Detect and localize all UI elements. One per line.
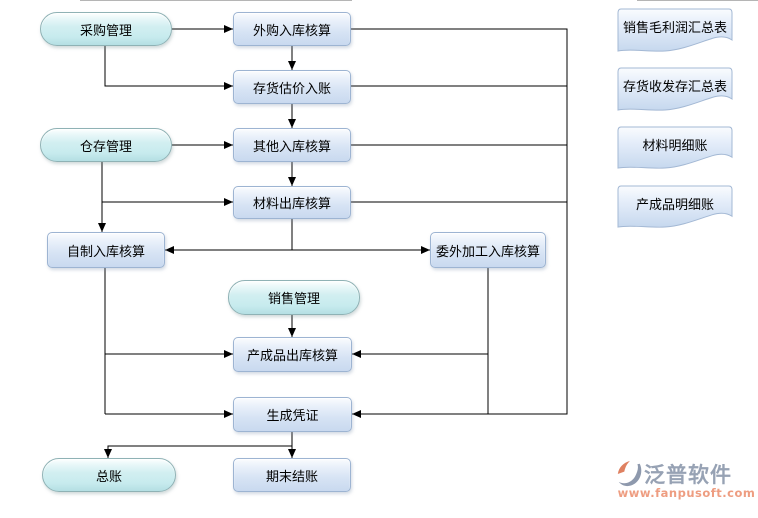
node-inventory-valuation-entry: 存货估价入账 [233,70,351,104]
node-label: 采购管理 [79,23,132,39]
document-shape [617,126,733,169]
node-period-end-closing: 期末结账 [233,458,351,492]
document-label: 销售毛利润汇总表 [622,21,727,36]
node-label: 期末结账 [265,469,318,485]
node-outsourced-purchase-inbound-accounting: 外购入库核算 [233,12,351,46]
document-sales-gross-profit-summary: 销售毛利润汇总表 [617,7,733,53]
document-material-detail-ledger: 材料明细账 [617,125,733,170]
watermark: 泛普软件 www.fanpusoft.com [615,459,758,500]
node-label: 自制入库核算 [66,244,145,260]
document-label: 材料明细账 [642,138,708,154]
document-shape [617,8,733,52]
node-label: 其他入库核算 [252,139,331,155]
document-inventory-in-out-stock-summary: 存货收发存汇总表 [617,66,733,112]
node-label: 委外加工入库核算 [435,244,540,260]
edge-voucher-to-ledger [104,432,293,458]
document-label: 产成品明细账 [635,197,714,213]
document-label: 存货收发存汇总表 [622,80,727,95]
node-warehouse-management: 仓存管理 [40,128,172,162]
node-label: 生成凭证 [266,409,319,424]
node-label: 产成品出库核算 [246,349,338,364]
edge-bus-to-voucher [351,28,568,418]
node-label: 仓存管理 [79,139,132,155]
node-outsourced-processing-inbound-accounting: 委外加工入库核算 [430,232,546,268]
node-finished-goods-outbound-accounting: 产成品出库核算 [233,337,352,372]
node-label: 存货估价入账 [252,81,331,97]
watermark-brand-text: 泛普软件 [644,463,732,487]
node-purchase-management: 采购管理 [40,12,172,46]
node-general-ledger: 总账 [42,458,176,492]
node-generate-voucher: 生成凭证 [233,397,352,432]
node-label: 材料出库核算 [252,197,331,212]
node-sales-management: 销售管理 [228,280,360,315]
document-finished-goods-detail-ledger: 产成品明细账 [617,184,733,229]
document-shape [617,67,733,111]
node-label: 外购入库核算 [252,23,331,39]
node-label: 销售管理 [267,292,320,307]
fanpu-logo-icon [617,460,642,487]
node-other-inbound-accounting: 其他入库核算 [233,128,351,162]
node-material-outbound-accounting: 材料出库核算 [233,186,351,219]
node-selfmade-inbound-accounting: 自制入库核算 [47,232,165,268]
watermark-url-text: www.fanpusoft.com [617,486,756,500]
node-label: 总账 [95,469,122,485]
edge-purchase-to-valuation [104,46,233,90]
document-shape [617,185,733,228]
